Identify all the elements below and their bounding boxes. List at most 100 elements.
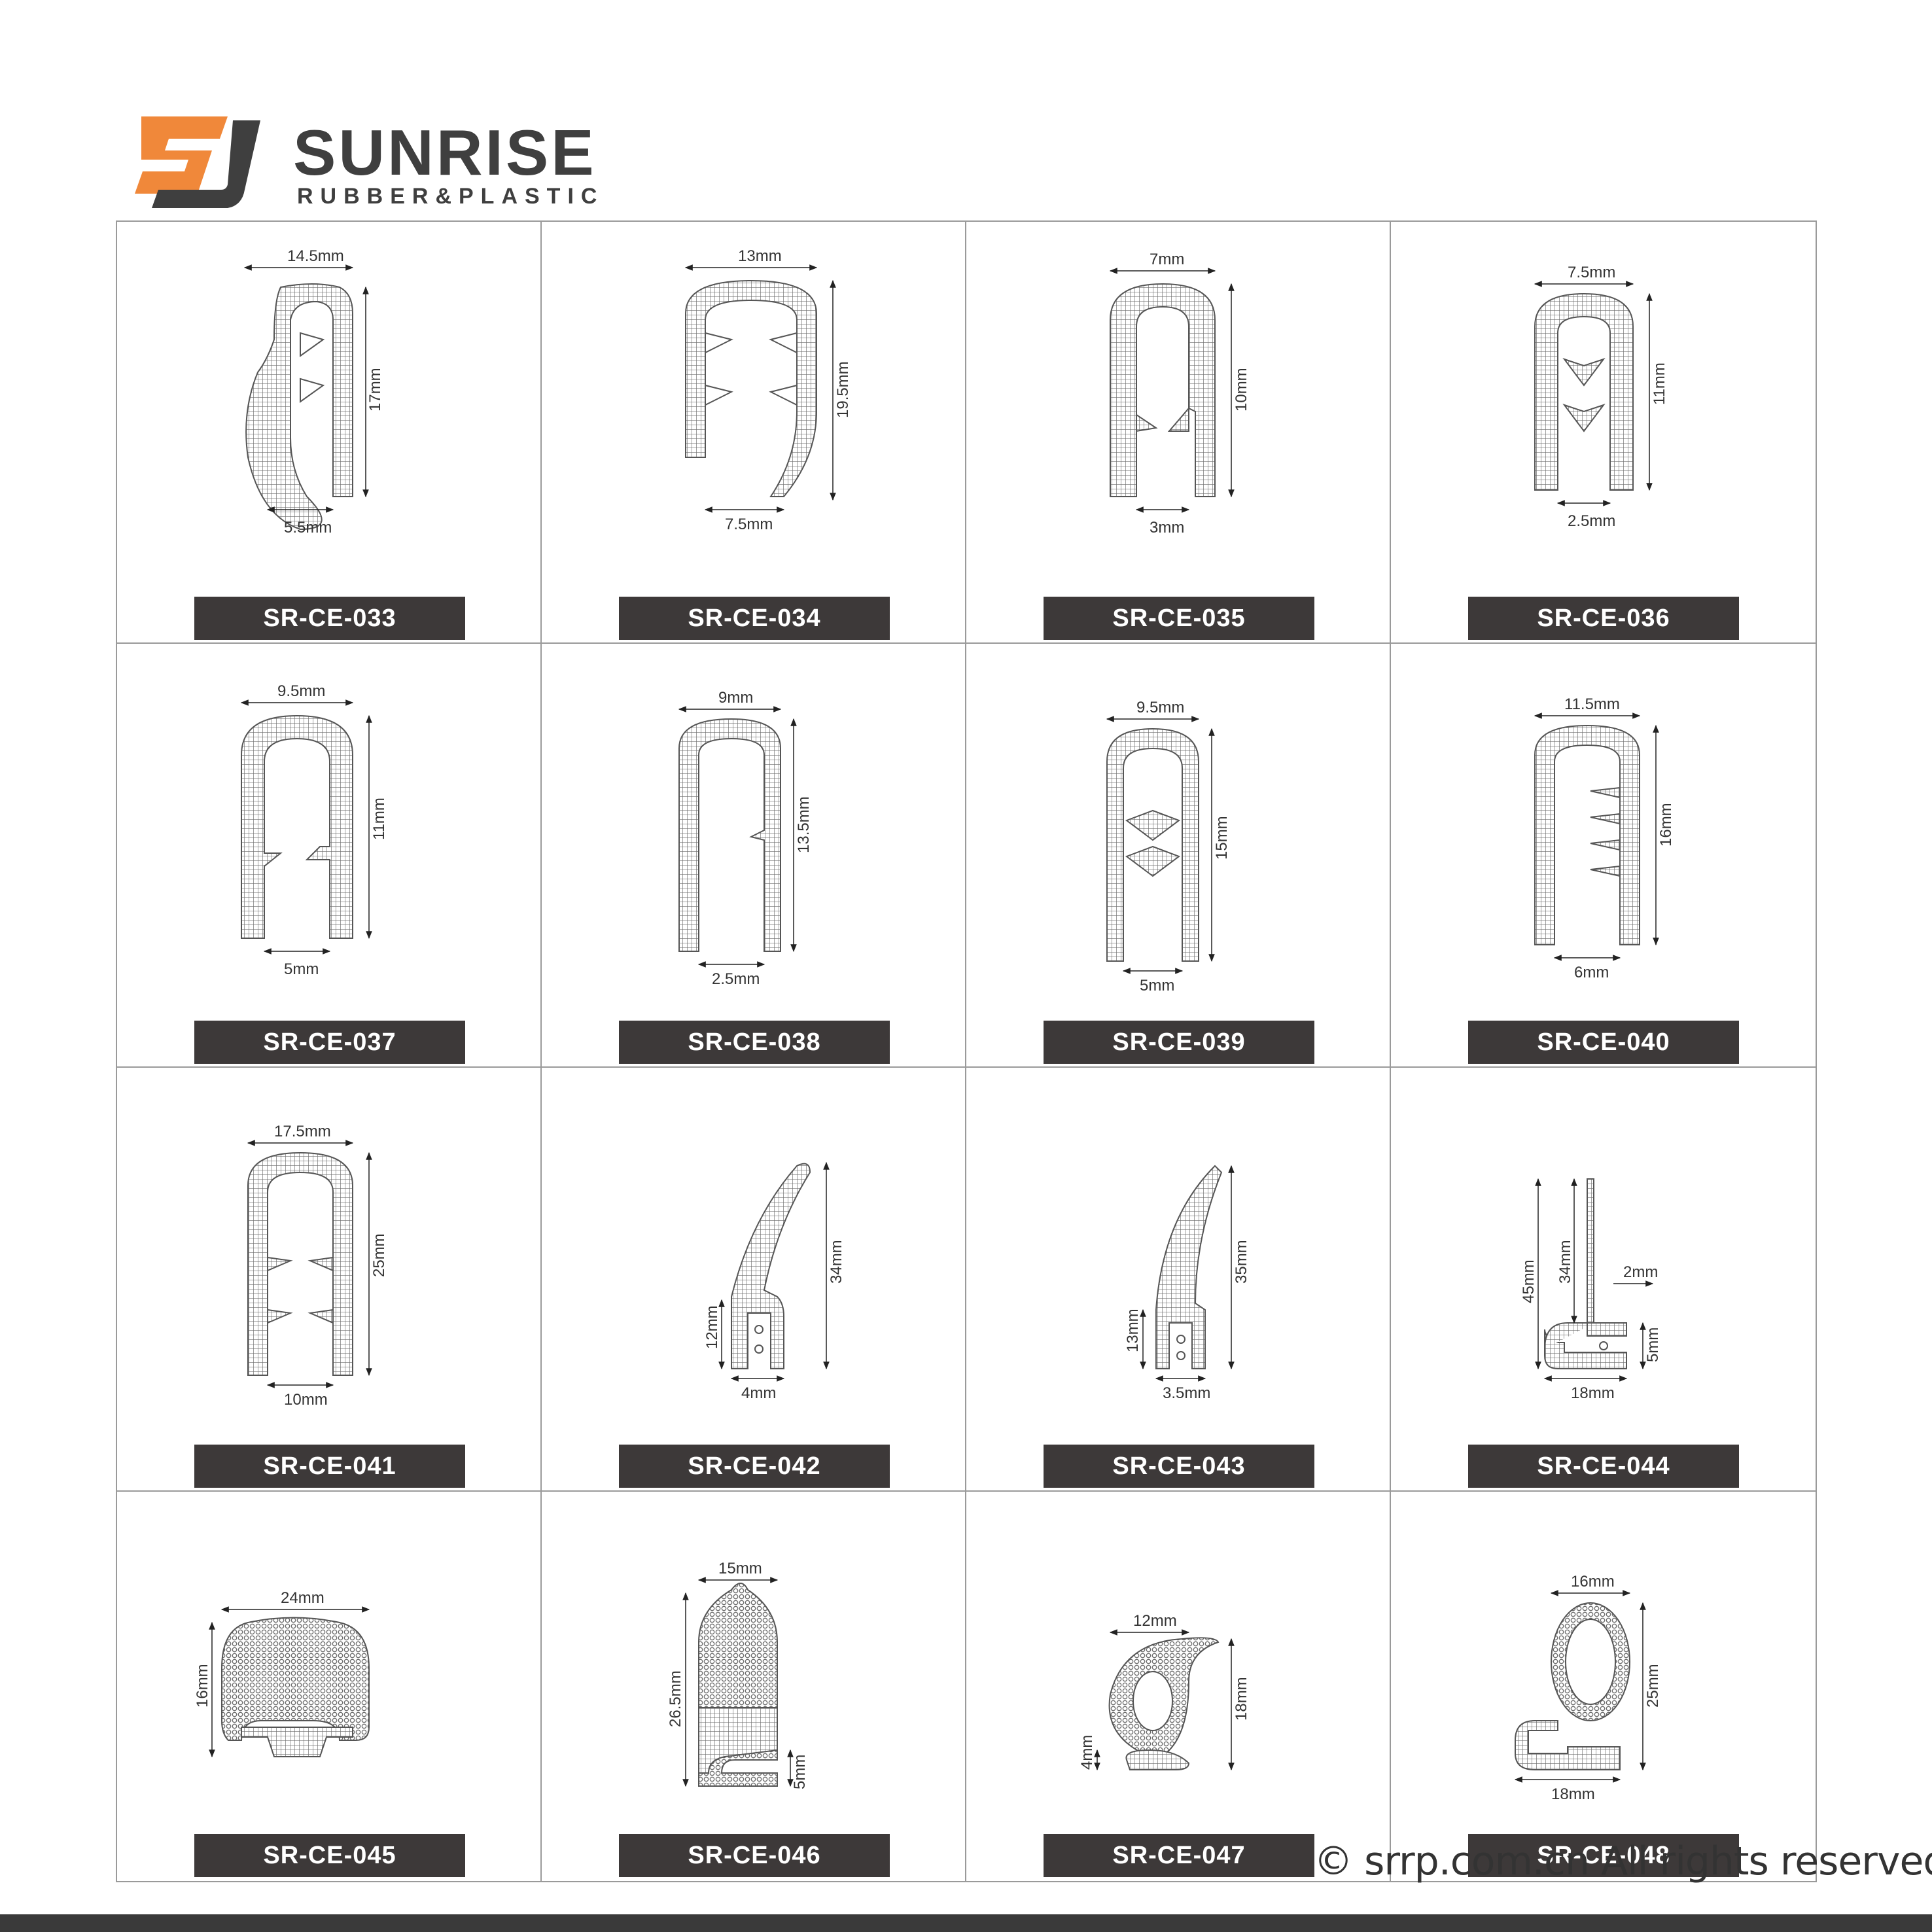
profile-drawing: 11.5mm 16mm 6mm <box>1534 695 1675 981</box>
dim-label: 7mm <box>1150 251 1184 268</box>
dim-label: 19.5mm <box>834 361 852 418</box>
dim-label: 5mm <box>1644 1327 1662 1362</box>
dim-label: 9.5mm <box>277 682 325 700</box>
dim-label: 12mm <box>1133 1612 1177 1630</box>
profile-drawing: 7mm 10mm 3mm <box>1109 251 1250 536</box>
product-card: 45mm 34mm 2mm 5mm 18mm SR-CE-044 <box>1391 1068 1816 1492</box>
profile-drawing: 9.5mm 11mm 5mm <box>240 682 388 978</box>
dim-label: 5.5mm <box>284 519 332 536</box>
dim-label: 2.5mm <box>1568 512 1615 530</box>
product-code-label: SR-CE-035 <box>1044 597 1314 640</box>
product-catalog-grid: 14.5mm 17mm 5.5mm SR-CE-033 13mm 19.5mm … <box>116 220 1817 1882</box>
dim-label: 17.5mm <box>274 1123 331 1140</box>
product-card: 9.5mm 11mm 5mm SR-CE-037 <box>117 644 542 1068</box>
dim-label: 18mm <box>1233 1677 1250 1721</box>
dim-label: 16mm <box>1571 1573 1615 1590</box>
dim-label: 13.5mm <box>795 796 813 853</box>
dim-label: 7.5mm <box>1568 264 1615 281</box>
profile-drawing: 17.5mm 25mm 10mm <box>247 1123 388 1409</box>
product-card: 12mm 18mm 4mm SR-CE-047 <box>966 1492 1391 1881</box>
product-card: 35mm 13mm 3.5mm SR-CE-043 <box>966 1068 1391 1492</box>
dim-label: 13mm <box>738 247 782 265</box>
dim-label: 14.5mm <box>287 247 344 265</box>
product-code-label: SR-CE-039 <box>1044 1021 1314 1064</box>
dim-label: 2mm <box>1623 1263 1658 1281</box>
dim-label: 5mm <box>1140 977 1174 994</box>
product-code-label: SR-CE-041 <box>194 1445 465 1488</box>
dim-label: 2.5mm <box>712 970 760 988</box>
product-card: 7.5mm 11mm 2.5mm SR-CE-036 <box>1391 222 1816 644</box>
dim-label: 25mm <box>370 1233 388 1277</box>
dim-label: 11.5mm <box>1564 695 1620 713</box>
brand-logo: SUNRISE RUBBER&PLASTIC <box>130 116 653 215</box>
product-card: 15mm 26.5mm 5mm SR-CE-046 <box>542 1492 966 1881</box>
profile-drawing: 7.5mm 11mm 2.5mm <box>1534 264 1668 530</box>
profile-drawing: 9mm 13.5mm 2.5mm <box>678 689 813 988</box>
dim-label: 18mm <box>1571 1384 1615 1402</box>
dim-label: 15mm <box>718 1560 762 1577</box>
product-card: 16mm 25mm 18mm SR-CE-048 <box>1391 1492 1816 1881</box>
product-code-label: SR-CE-042 <box>619 1445 890 1488</box>
product-code-label: SR-CE-043 <box>1044 1445 1314 1488</box>
dim-label: 10mm <box>1233 368 1250 412</box>
product-code-label: SR-CE-046 <box>619 1834 890 1877</box>
dim-label: 13mm <box>1124 1308 1142 1352</box>
dim-label: 18mm <box>1551 1785 1595 1803</box>
dim-label: 35mm <box>1233 1240 1250 1284</box>
product-code-label: SR-CE-048 <box>1468 1834 1739 1877</box>
product-code-label: SR-CE-044 <box>1468 1445 1739 1488</box>
profile-drawing: 15mm 26.5mm 5mm <box>667 1560 809 1789</box>
product-code-label: SR-CE-038 <box>619 1021 890 1064</box>
copyright-notice: © srrp.com.cn All rights reserved. <box>1314 1838 1932 1884</box>
logo-mark-icon <box>135 116 260 208</box>
dim-label: 4mm <box>741 1384 776 1402</box>
dim-label: 10mm <box>284 1391 328 1409</box>
product-code-label: SR-CE-037 <box>194 1021 465 1064</box>
profile-drawing: 24mm 16mm <box>194 1589 370 1758</box>
profile-drawing: 13mm 19.5mm 7.5mm <box>684 247 852 533</box>
dim-label: 16mm <box>1657 803 1675 847</box>
brand-name: SUNRISE <box>293 116 597 188</box>
dim-label: 5mm <box>791 1755 809 1789</box>
profile-drawing: 45mm 34mm 2mm 5mm 18mm <box>1520 1178 1662 1402</box>
dim-label: 26.5mm <box>667 1670 684 1727</box>
dim-label: 34mm <box>828 1240 845 1284</box>
dim-label: 3mm <box>1150 519 1184 536</box>
dim-label: 4mm <box>1078 1735 1096 1770</box>
dim-label: 45mm <box>1520 1259 1537 1303</box>
dim-label: 11mm <box>1651 362 1668 405</box>
dim-label: 24mm <box>281 1589 325 1607</box>
product-code-label: SR-CE-040 <box>1468 1021 1739 1064</box>
profile-drawing: 16mm 25mm 18mm <box>1514 1573 1662 1803</box>
dim-label: 15mm <box>1213 816 1231 860</box>
product-code-label: SR-CE-033 <box>194 597 465 640</box>
profile-drawing: 35mm 13mm 3.5mm <box>1124 1165 1250 1402</box>
dim-label: 9mm <box>718 689 753 707</box>
dim-label: 9.5mm <box>1136 699 1184 716</box>
product-card: 13mm 19.5mm 7.5mm SR-CE-034 <box>542 222 966 644</box>
dim-label: 6mm <box>1574 964 1609 981</box>
dim-label: 7.5mm <box>725 516 773 533</box>
profile-drawing: 9.5mm 15mm 5mm <box>1106 699 1231 994</box>
profile-drawing: 34mm 12mm 4mm <box>703 1161 845 1402</box>
product-card: 14.5mm 17mm 5.5mm SR-CE-033 <box>117 222 542 644</box>
footer-bar <box>0 1914 1932 1932</box>
dim-label: 3.5mm <box>1163 1384 1210 1402</box>
dim-label: 12mm <box>703 1305 721 1349</box>
product-card: 9mm 13.5mm 2.5mm SR-CE-038 <box>542 644 966 1068</box>
dim-label: 34mm <box>1556 1240 1574 1284</box>
dim-label: 11mm <box>370 798 388 840</box>
product-card: 34mm 12mm 4mm SR-CE-042 <box>542 1068 966 1492</box>
product-code-label: SR-CE-036 <box>1468 597 1739 640</box>
product-code-label: SR-CE-034 <box>619 597 890 640</box>
profile-drawing: 12mm 18mm 4mm <box>1078 1612 1250 1771</box>
product-code-label: SR-CE-045 <box>194 1834 465 1877</box>
product-card: 11.5mm 16mm 6mm SR-CE-040 <box>1391 644 1816 1068</box>
dim-label: 25mm <box>1644 1664 1662 1708</box>
brand-tagline: RUBBER&PLASTIC <box>297 184 605 209</box>
product-card: 7mm 10mm 3mm SR-CE-035 <box>966 222 1391 644</box>
dim-label: 17mm <box>366 368 384 412</box>
dim-label: 5mm <box>284 960 319 978</box>
product-card: 9.5mm 15mm 5mm SR-CE-039 <box>966 644 1391 1068</box>
profile-drawing: 14.5mm 17mm 5.5mm <box>243 247 384 536</box>
